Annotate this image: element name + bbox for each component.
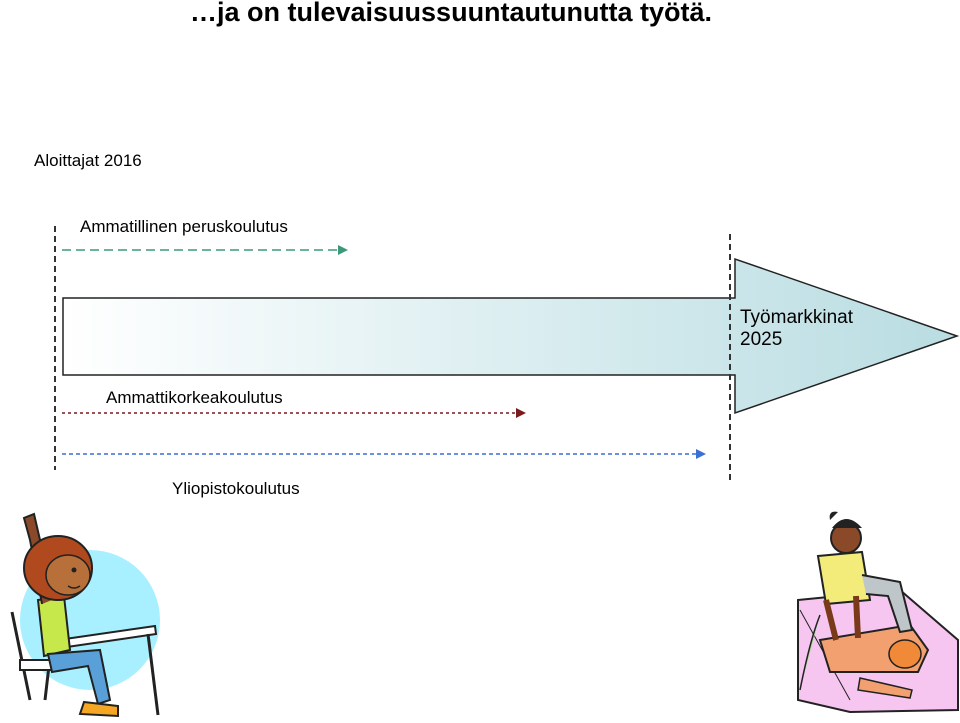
path-label-university: Yliopistokoulutus: [172, 479, 300, 498]
big-timeline-arrow: [62, 257, 960, 415]
path-label-amk: Ammattikorkeakoulutus: [106, 388, 283, 407]
start-year-label: Aloittajat 2016: [34, 151, 142, 170]
path-label-vocational: Ammatillinen peruskoulutus: [80, 217, 288, 236]
target-label-line1: Työmarkkinat: [740, 307, 853, 328]
target-label: Työmarkkinat 2025: [740, 307, 853, 351]
target-label-line2: 2025: [740, 329, 783, 350]
student-at-desk-icon: [10, 512, 160, 718]
slide-title: …ja on tulevaisuussuuntautunutta työtä.: [190, 0, 713, 27]
massage-therapist-icon: [797, 511, 959, 714]
